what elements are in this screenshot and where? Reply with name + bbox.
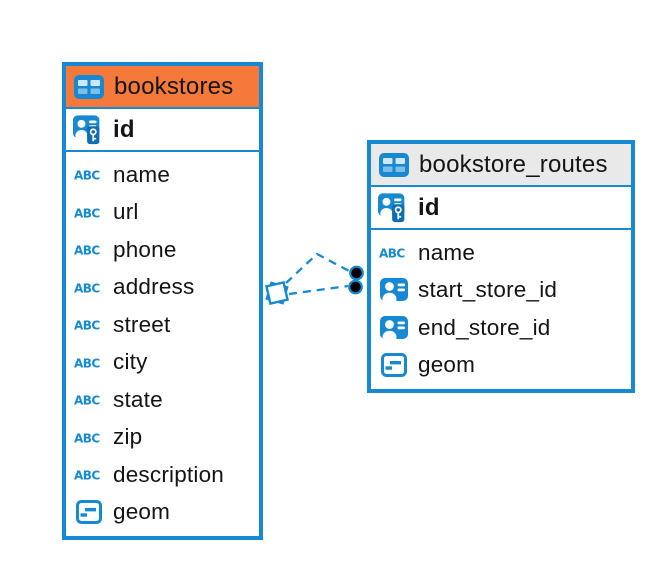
circle-endpoint-lower [348, 279, 363, 295]
svg-text:ABC: ABC [74, 244, 100, 258]
svg-text:ABC: ABC [74, 319, 100, 333]
column-name: street [113, 311, 171, 337]
column-row-city[interactable]: ABC city [66, 344, 259, 382]
column-row-state[interactable]: ABC state [66, 381, 259, 419]
text-abc-icon: ABC [73, 242, 105, 258]
column-row-geom[interactable]: geom [371, 347, 631, 385]
column-row-street[interactable]: ABC street [66, 306, 259, 344]
column-row-start-store-id[interactable]: start_store_id [371, 272, 631, 310]
text-abc-icon: ABC [73, 280, 105, 295]
column-name: url [113, 199, 139, 225]
circle-endpoint-upper [349, 265, 364, 281]
column-name: geom [418, 352, 476, 378]
table-node-bookstores[interactable]: bookstores id [62, 62, 263, 540]
column-row-zip[interactable]: ABC zip [66, 419, 259, 457]
column-list-bookstore-routes: ABC name star [371, 230, 631, 389]
column-name: id [418, 193, 440, 221]
column-name: start_store_id [418, 277, 558, 303]
text-abc-icon: ABC [73, 355, 105, 370]
column-name: phone [113, 236, 177, 262]
svg-text:ABC: ABC [74, 356, 100, 370]
geometry-icon [378, 353, 410, 378]
column-row-url[interactable]: ABC url [66, 194, 259, 232]
text-abc-icon: ABC [73, 467, 105, 483]
table-icon [73, 74, 105, 99]
column-name: name [418, 239, 476, 265]
foreign-key-icon [378, 278, 410, 302]
text-abc-icon: ABC [378, 245, 410, 261]
geometry-icon [73, 500, 105, 525]
column-name: end_store_id [418, 314, 551, 340]
diamond-arrow-marker [265, 281, 289, 305]
column-name: description [113, 461, 225, 487]
column-row-phone[interactable]: ABC phone [66, 231, 259, 269]
table-header-bookstores[interactable]: bookstores [66, 66, 259, 109]
column-row-routes-id[interactable]: id [371, 187, 631, 230]
svg-text:ABC: ABC [74, 169, 100, 183]
column-row-name[interactable]: ABC name [66, 156, 259, 194]
primary-key-icon [378, 192, 410, 223]
svg-text:ABC: ABC [74, 281, 100, 295]
relationship-line-upper [285, 252, 352, 284]
column-row-description[interactable]: ABC description [66, 456, 259, 494]
svg-text:ABC: ABC [74, 431, 100, 445]
relationship-line-lower [288, 284, 349, 296]
svg-text:ABC: ABC [74, 469, 100, 483]
column-name: zip [113, 424, 143, 450]
table-title: bookstore_routes [419, 150, 608, 178]
table-node-bookstore-routes[interactable]: bookstore_routes [367, 140, 635, 393]
text-abc-icon: ABC [73, 167, 105, 183]
column-row-bookstores-id[interactable]: id [66, 109, 259, 152]
column-name: city [113, 349, 148, 375]
column-name: name [113, 161, 171, 187]
column-row-end-store-id[interactable]: end_store_id [371, 309, 631, 347]
primary-key-icon [73, 114, 105, 145]
text-abc-icon: ABC [73, 430, 105, 445]
column-row-geom[interactable]: geom [66, 494, 259, 532]
column-row-name[interactable]: ABC name [371, 234, 631, 272]
text-abc-icon: ABC [73, 392, 105, 408]
column-name: id [113, 115, 135, 143]
text-abc-icon: ABC [73, 205, 105, 220]
svg-text:ABC: ABC [379, 247, 405, 261]
table-header-bookstore-routes[interactable]: bookstore_routes [371, 144, 631, 187]
foreign-key-icon [378, 315, 410, 340]
column-row-address[interactable]: ABC address [66, 269, 259, 307]
text-abc-icon: ABC [73, 317, 105, 333]
column-name: state [113, 386, 163, 412]
column-name: geom [113, 499, 171, 525]
svg-text:ABC: ABC [74, 394, 100, 408]
column-name: address [113, 274, 195, 300]
table-icon [378, 152, 410, 177]
svg-text:ABC: ABC [74, 206, 100, 220]
table-title: bookstores [114, 72, 234, 100]
column-list-bookstores: ABC name ABC url ABC phone ABC ad [66, 152, 259, 536]
